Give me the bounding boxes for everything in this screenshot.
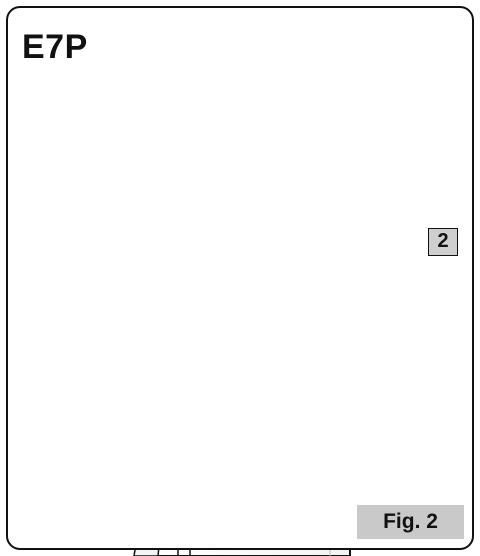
model-title: E7P [22,28,88,66]
figure-frame [6,6,474,550]
figure-label: Fig. 2 [357,505,464,539]
callout-number-2: 2 [428,228,458,256]
